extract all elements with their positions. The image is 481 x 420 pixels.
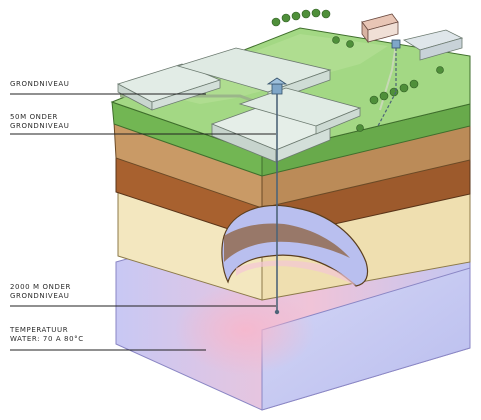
trees xyxy=(271,8,444,132)
farm-buildings xyxy=(361,13,464,61)
greenhouse-cluster-front xyxy=(210,105,332,163)
leader-lines xyxy=(10,93,276,351)
well-bottom-marker xyxy=(274,309,280,315)
well-head-center xyxy=(266,77,288,95)
depth-2000m-line1: 2000 M ONDER xyxy=(10,283,71,291)
temperature-label: TEMPERATUUR WATER: 70 A 80°C xyxy=(10,326,84,344)
temperature-line1: TEMPERATUUR xyxy=(10,326,69,334)
ground-level-text: GRONDNIVEAU xyxy=(10,80,70,88)
depth-50m-label: 50M ONDER GRONDNIVEAU xyxy=(10,113,69,131)
depth-2000m-line2: GRONDNIVEAU xyxy=(10,292,70,300)
greenhouse-cluster-left xyxy=(116,63,222,111)
well-head-right xyxy=(391,39,401,49)
depth-50m-line2: GRONDNIVEAU xyxy=(10,122,70,130)
temperature-line2: WATER: 70 A 80°C xyxy=(10,335,84,343)
depth-2000m-label: 2000 M ONDER GRONDNIVEAU xyxy=(10,283,71,301)
ground-level-label: GRONDNIVEAU xyxy=(10,80,69,89)
depth-50m-line1: 50M ONDER xyxy=(10,113,58,121)
greenhouse-cluster-right xyxy=(238,87,362,135)
well-pipes xyxy=(276,48,397,312)
cutaway-cavity xyxy=(221,204,369,287)
